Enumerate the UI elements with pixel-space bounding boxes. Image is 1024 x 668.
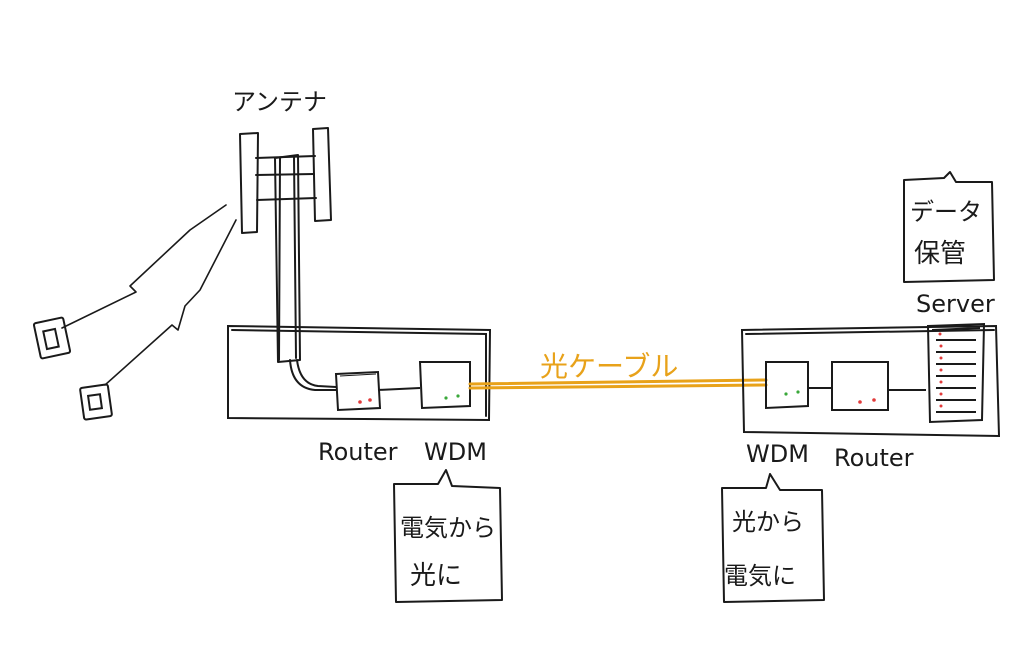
phone-1 <box>32 316 72 360</box>
right-wdm-label: WDM <box>746 440 809 468</box>
antenna-label: アンテナ <box>232 88 327 116</box>
phone-2 <box>79 383 113 421</box>
left-wdm-label: WDM <box>424 438 487 466</box>
server-speech-bubble <box>903 171 995 283</box>
right-bubble-line2: 電気に <box>724 562 796 590</box>
fiber-cable <box>468 378 768 390</box>
left-wdm-box <box>418 361 471 410</box>
wireless-signal-lines <box>61 204 237 386</box>
server-bubble-line2: 保管 <box>914 239 966 269</box>
fiber-cable-label: 光ケーブル <box>540 350 678 383</box>
right-station-enclosure <box>740 324 1001 438</box>
left-wdm-speech-bubble <box>393 469 503 603</box>
right-wdm-box <box>765 361 809 410</box>
right-router-label: Router <box>834 444 914 472</box>
left-router-wdm-link <box>377 387 421 391</box>
server-rack <box>926 322 986 424</box>
right-wdm-speech-bubble <box>721 473 825 603</box>
left-bubble-line2: 光に <box>410 561 462 591</box>
antenna-tower <box>239 127 337 391</box>
left-router-box <box>334 370 382 412</box>
server-label: Server <box>916 290 995 318</box>
left-router-label: Router <box>318 438 398 466</box>
left-bubble-line1: 電気から <box>400 514 496 542</box>
right-bubble-line1: 光から <box>732 508 804 536</box>
server-leds <box>938 332 943 408</box>
server-bubble-line1: データ <box>910 198 982 226</box>
right-router-box <box>831 361 889 411</box>
